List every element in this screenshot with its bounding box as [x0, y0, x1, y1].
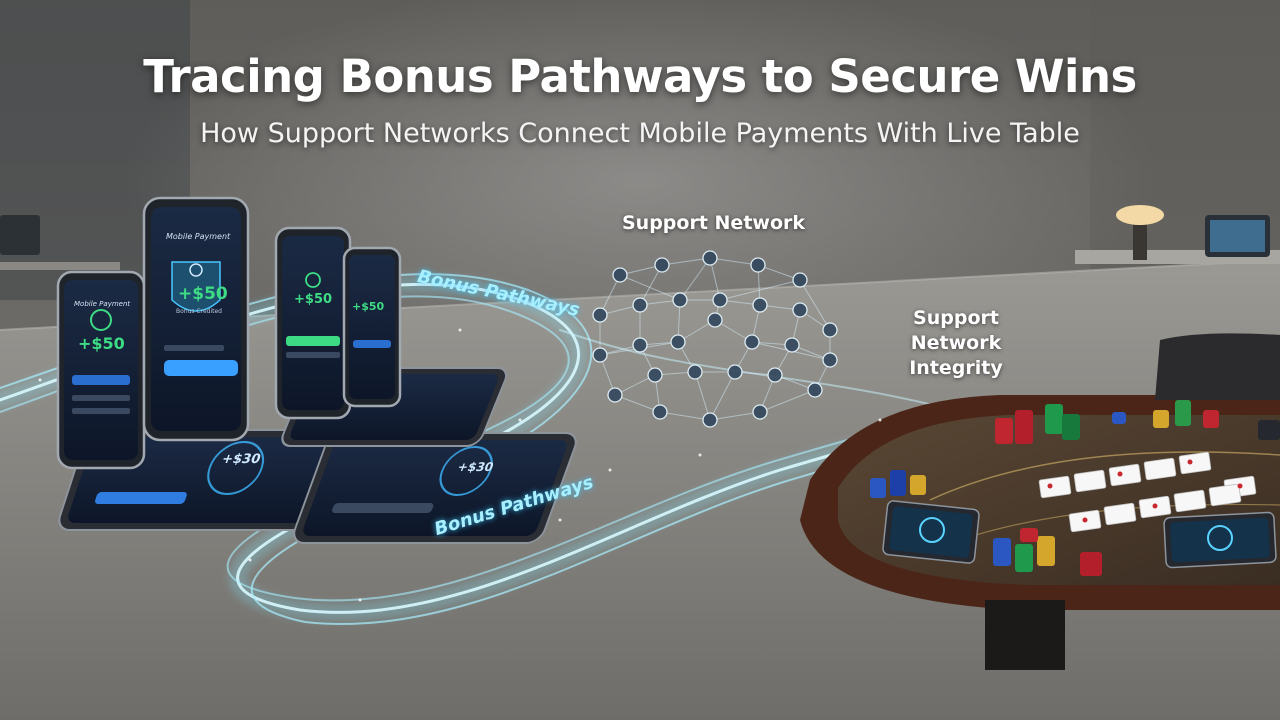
phone-main-header: Mobile Payment — [166, 232, 231, 241]
phone-flat-mid-bonus: +$30 — [455, 460, 496, 474]
phone-left-header: Mobile Payment — [74, 300, 131, 308]
live-table — [800, 333, 1280, 670]
phone-main-bonus: +$50 — [178, 284, 228, 304]
support-network-label: Support Network — [622, 212, 806, 234]
support-network-graph — [592, 250, 838, 428]
phone-left-bonus: +$50 — [78, 334, 125, 353]
phone-flat-left-bonus: +$30 — [219, 452, 263, 467]
integrity-line-2: Integrity — [909, 357, 1003, 379]
mobile-phones — [56, 196, 577, 544]
page-title: Tracing Bonus Pathways to Secure Wins — [143, 50, 1137, 103]
integrity-line-1: Support Network — [910, 307, 1002, 354]
phone-far-right-bonus: +$50 — [352, 300, 385, 313]
page-subtitle: How Support Networks Connect Mobile Paym… — [200, 118, 1080, 149]
phone-right-bonus: +$50 — [294, 292, 333, 307]
phone-main-status: Bonus Credited — [176, 308, 222, 315]
support-network-integrity-label: Support Network Integrity — [866, 306, 1046, 381]
